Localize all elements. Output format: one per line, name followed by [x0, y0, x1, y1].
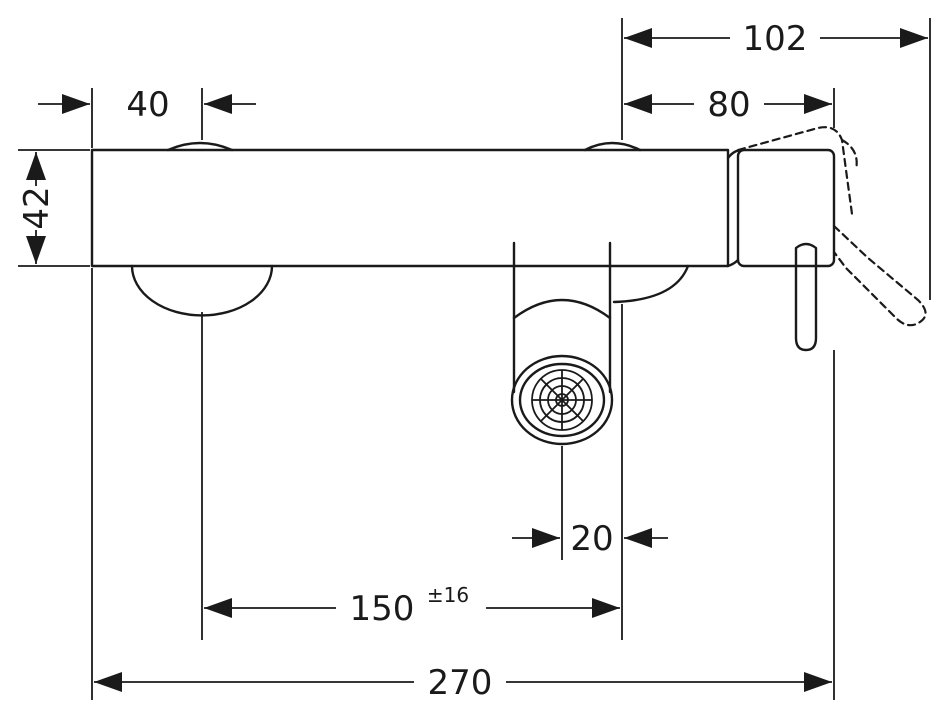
- dimension-spout-width: 20: [512, 519, 668, 559]
- dimension-projection: 102: [624, 18, 928, 59]
- aerator-mesh: [532, 370, 592, 430]
- handle: [726, 148, 836, 352]
- dimension-label-40: 40: [126, 85, 169, 125]
- handle-rotated-position: [736, 126, 927, 327]
- dimension-label-80: 80: [707, 85, 750, 125]
- wall-escutcheons: [130, 264, 690, 317]
- dimension-label-102: 102: [743, 19, 808, 59]
- dimension-label-270: 270: [428, 663, 493, 703]
- dimension-body-height: 42: [17, 152, 57, 264]
- dimension-label-20: 20: [570, 519, 613, 559]
- dimension-label-42: 42: [17, 186, 57, 229]
- dimension-label-150: 150: [350, 589, 415, 629]
- dimension-overall-width: 270: [94, 662, 832, 703]
- dimension-left-offset: 40: [38, 85, 256, 125]
- spout: [510, 241, 614, 446]
- dimension-handle-offset: 80: [624, 84, 832, 125]
- dimension-tolerance-label: ±16: [427, 583, 469, 607]
- dimension-connection-spacing: 150 ±16: [204, 582, 620, 629]
- extension-lines: [18, 18, 931, 700]
- mixer-body: [90, 141, 730, 268]
